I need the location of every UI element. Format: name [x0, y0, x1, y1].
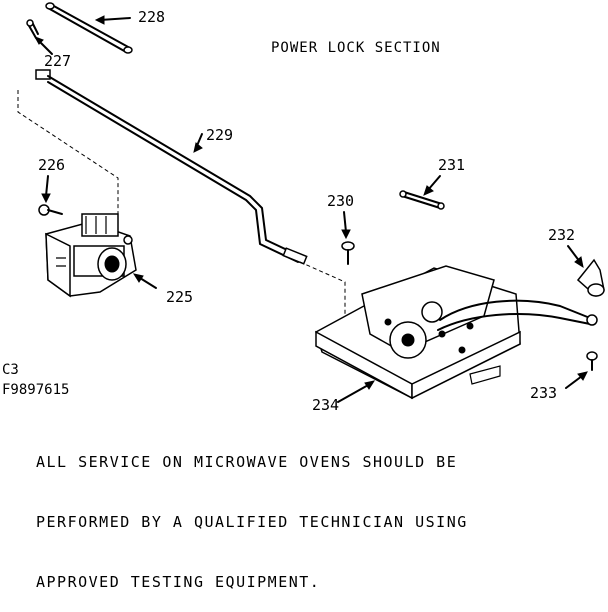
part-229-link-rod [35, 69, 308, 265]
parts-diagram: POWER LOCK SECTION 228 227 229 226 [2, 2, 605, 414]
section-title: POWER LOCK SECTION [271, 40, 441, 56]
part-230-screw [341, 241, 355, 265]
code-line-1: C3 [2, 362, 19, 378]
part-233-screw [586, 351, 598, 371]
leader-233 [565, 375, 583, 389]
label-226: 226 [38, 156, 65, 174]
label-232: 232 [548, 226, 575, 244]
part-234-lock-plate [315, 265, 598, 400]
service-note-line-2: PERFORMED BY A QUALIFIED TECHNICIAN USIN… [36, 513, 468, 531]
service-note-line-1: ALL SERVICE ON MICROWAVE OVENS SHOULD BE [36, 453, 458, 471]
label-229: 229 [206, 126, 233, 144]
part-225-solenoid [45, 213, 137, 298]
service-note-line-3: APPROVED TESTING EQUIPMENT. [36, 573, 321, 591]
leader-230 [343, 211, 347, 233]
dashed-guide-229 [17, 90, 119, 222]
service-note: ALL SERVICE ON MICROWAVE OVENS SHOULD BE… [36, 412, 468, 612]
label-231: 231 [438, 156, 465, 174]
label-230: 230 [327, 192, 354, 210]
label-228: 228 [138, 8, 165, 26]
part-227-clip [26, 19, 39, 39]
leader-228 [99, 17, 131, 21]
label-225: 225 [166, 288, 193, 306]
leader-231 [427, 175, 441, 191]
leader-225 [139, 277, 157, 289]
part-231-pin [399, 190, 445, 210]
part-228-pin [45, 2, 133, 54]
label-233: 233 [530, 384, 557, 402]
leader-234 [337, 383, 371, 403]
label-227: 227 [44, 52, 71, 70]
code-line-2: F9897615 [2, 382, 69, 398]
leader-226 [45, 175, 49, 197]
part-232-knob [576, 258, 605, 297]
label-234: 234 [312, 396, 339, 414]
part-226-screw [38, 204, 63, 216]
